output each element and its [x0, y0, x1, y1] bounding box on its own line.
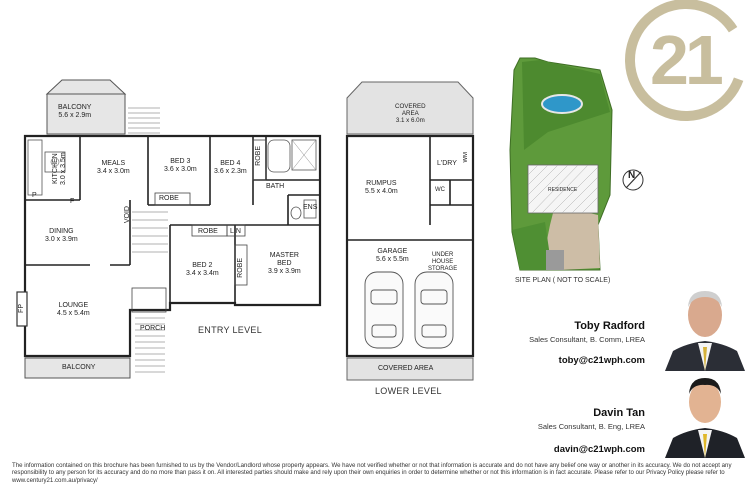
site-plan-label: SITE PLAN ( NOT TO SCALE) — [515, 277, 611, 284]
room-f: F — [70, 198, 75, 205]
entry-level-label: ENTRY LEVEL — [198, 325, 262, 335]
room-void: VOID — [124, 206, 131, 224]
room-balcony-bottom: BALCONY — [62, 364, 96, 371]
room-storage: UNDER HOUSE STORAGE — [428, 252, 458, 272]
disclaimer-text: The information contained on this brochu… — [12, 462, 732, 484]
room-meals: MEALS 3.4 x 3.0m — [97, 160, 130, 175]
room-lin: LIN — [230, 228, 241, 235]
site-residence-label: RESIDENCE — [548, 187, 578, 193]
agent-photo-toby — [665, 291, 745, 371]
agent-name: Davin Tan — [593, 407, 645, 419]
agent-role: Sales Consultant, B. Comm, LREA — [529, 335, 645, 344]
room-covered-top: COVERED AREA 3.1 x 6.0m — [395, 103, 426, 124]
room-robe-top: ROBE — [255, 146, 262, 166]
room-lounge: LOUNGE 4.5 x 5.4m — [57, 302, 90, 317]
room-robe-bed2: ROBE — [198, 228, 218, 235]
room-covered-bottom: COVERED AREA — [378, 365, 434, 372]
room-porch: PORCH — [140, 325, 166, 332]
room-wc: WC — [435, 187, 445, 193]
agent-role: Sales Consultant, B. Eng, LREA — [537, 422, 645, 431]
entry-level-plan — [16, 79, 322, 379]
room-bed4: BED 4 3.6 x 2.3m — [214, 160, 247, 175]
room-p: P — [32, 192, 37, 199]
room-robe-master: ROBE — [237, 258, 244, 278]
room-fp: FP — [18, 304, 25, 313]
room-dining: DINING 3.0 x 3.9m — [45, 228, 78, 243]
balcony-bottom-area — [24, 357, 131, 379]
room-ens: ENS — [303, 204, 318, 211]
room-bed3: BED 3 3.6 x 3.0m — [164, 158, 197, 173]
room-ldry: L'DRY — [437, 160, 457, 167]
agent-photo-davin — [665, 378, 745, 458]
agent-email[interactable]: toby@c21wph.com — [558, 355, 645, 366]
room-garage: GARAGE 5.6 x 5.5m — [376, 248, 409, 263]
room-bath: BATH — [266, 183, 285, 190]
agent-email[interactable]: davin@c21wph.com — [553, 444, 645, 455]
room-bed2: BED 2 3.4 x 3.4m — [186, 262, 219, 277]
room-master: MASTER BED 3.9 x 3.9m — [268, 252, 301, 275]
room-kitchen: KITCHEN 3.0 x 3.5m — [52, 152, 67, 185]
agent-name: Toby Radford — [574, 320, 645, 332]
logo-text: 21 — [650, 21, 724, 99]
room-wm: WM — [463, 152, 469, 163]
north-label: N — [628, 170, 636, 181]
room-balcony-top: BALCONY 5.6 x 2.9m — [58, 104, 92, 119]
room-robe-mid: ROBE — [159, 195, 179, 202]
lower-level-label: LOWER LEVEL — [375, 386, 442, 396]
lower-level-plan — [345, 81, 475, 381]
room-rumpus: RUMPUS 5.5 x 4.0m — [365, 180, 398, 195]
site-plan-drawing — [509, 57, 644, 271]
balcony-top-area — [46, 93, 126, 135]
